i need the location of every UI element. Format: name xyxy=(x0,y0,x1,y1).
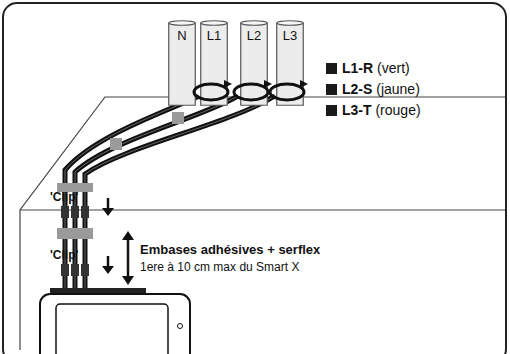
smart-x-device xyxy=(40,288,190,354)
clip-arrow xyxy=(102,198,114,274)
cabinet-edge xyxy=(20,209,505,210)
legend-text: L3-T (rouge) xyxy=(342,102,421,118)
conductor-label: L3 xyxy=(276,20,304,43)
current-clamp xyxy=(194,84,304,100)
installation-note: Embases adhésives + serflex xyxy=(140,242,320,257)
legend-swatch xyxy=(326,63,337,74)
frame xyxy=(3,3,506,354)
clip-label: 'Clip' xyxy=(50,248,78,262)
clip-label: 'Clip' xyxy=(50,190,78,204)
conductor-label: N xyxy=(168,20,196,43)
clamp-arrow xyxy=(224,80,308,88)
conductor-cylinder: L2 xyxy=(240,20,268,106)
legend-text: L2-S (jaune) xyxy=(342,81,420,97)
conductor-cylinder: N xyxy=(168,20,196,106)
legend-swatch xyxy=(326,84,337,95)
installation-note: 1ere à 10 cm max du Smart X xyxy=(140,260,299,274)
adhesive-base xyxy=(57,112,184,239)
legend-text: L1-R (vert) xyxy=(342,60,410,76)
conductor-label: L2 xyxy=(240,20,268,43)
legend-swatch xyxy=(326,105,337,116)
conductor-cylinder: L1 xyxy=(200,20,228,106)
clip-mark xyxy=(61,206,89,276)
distance-arrow xyxy=(122,231,134,285)
conductor-label: L1 xyxy=(200,20,228,43)
conductor-cylinder: L3 xyxy=(276,20,304,106)
